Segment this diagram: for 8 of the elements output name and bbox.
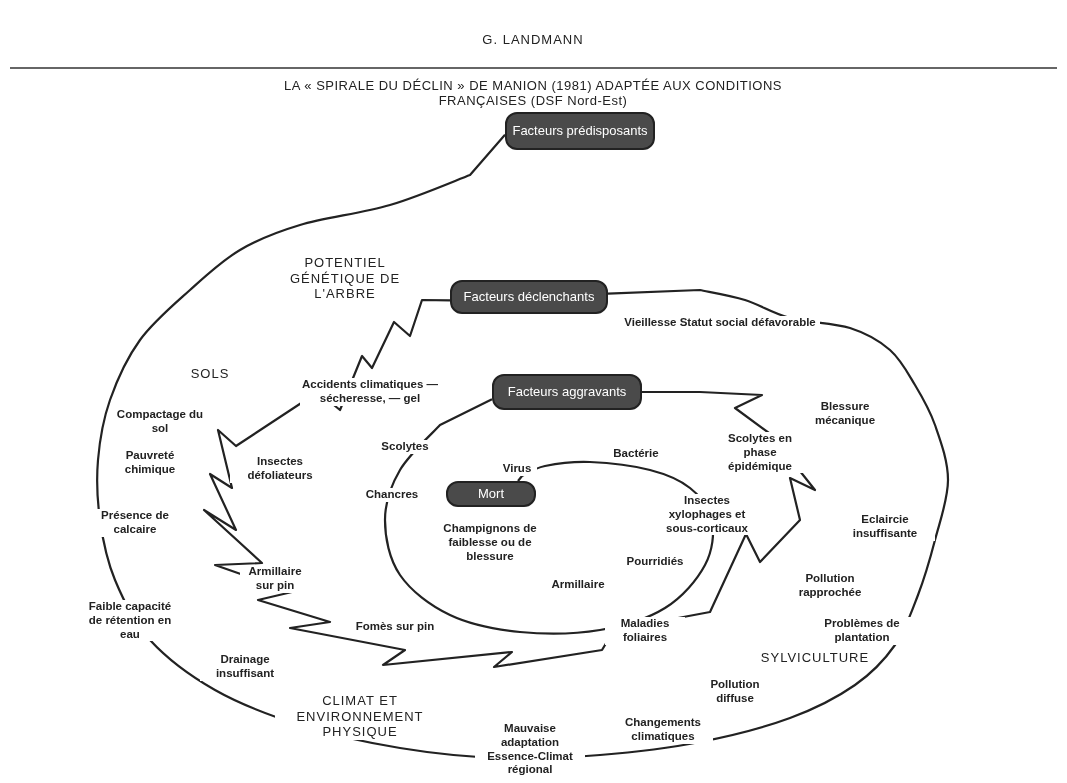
factor-label: Mauvaise adaptation Essence-Climat régional bbox=[475, 722, 585, 778]
factor-box: Mort bbox=[446, 481, 536, 507]
factor-label: Maladies foliaires bbox=[605, 617, 685, 645]
factor-box: Facteurs déclenchants bbox=[450, 280, 608, 314]
factor-label: Accidents climatiques — sécheresse, — gel bbox=[300, 378, 440, 406]
title: LA « SPIRALE DU DÉCLIN » DE MANION (1981) ADAPTÉE AUX CONDITIONS FRANÇAISES (DSF Nord-Est) bbox=[283, 78, 783, 108]
factor-box: Facteurs aggravants bbox=[492, 374, 642, 410]
factor-box: Facteurs prédisposants bbox=[505, 112, 655, 150]
